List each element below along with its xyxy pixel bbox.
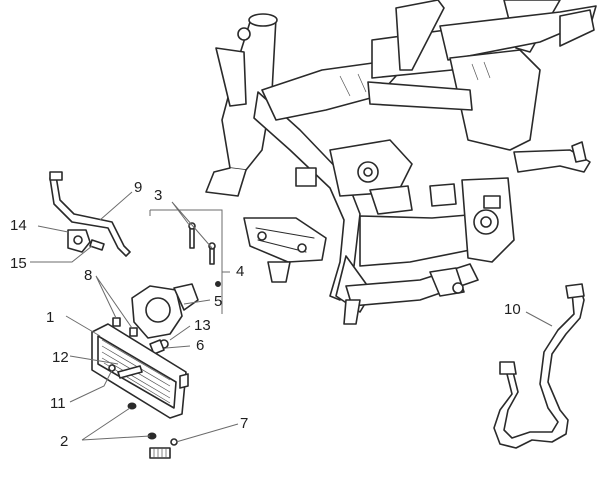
screw-15: [89, 239, 105, 251]
callout-8: 8: [84, 267, 92, 284]
callout-1: 1: [46, 309, 54, 326]
callout-numbers: 1 2 3 4 5 6 7 8 9 10 11 12 13 14 15: [10, 179, 521, 450]
main-frame: [205, 0, 597, 325]
leader-lines: [30, 191, 553, 443]
callout-15: 15: [10, 255, 27, 272]
fan-unit-5: [131, 281, 221, 339]
callout-11: 11: [50, 395, 66, 412]
hose-10: [493, 283, 585, 449]
callout-6: 6: [196, 337, 204, 354]
callout-5: 5: [214, 293, 222, 310]
callout-9: 9: [134, 179, 142, 196]
callout-3: 3: [154, 187, 162, 204]
bolts-8: [112, 317, 138, 337]
callout-12: 12: [52, 349, 69, 366]
callout-13: 13: [194, 317, 211, 334]
callout-14: 14: [10, 217, 27, 234]
coolant-hose-9: [49, 171, 131, 257]
grommets-2: [127, 402, 157, 440]
bolt-plate-7: [149, 438, 178, 459]
callout-2: 2: [60, 433, 68, 450]
callout-4: 4: [236, 263, 244, 280]
screws-3: [188, 222, 216, 265]
callout-7: 7: [240, 415, 248, 432]
clamp-14: [67, 229, 91, 253]
callout-10: 10: [504, 301, 521, 318]
screw-12: [117, 365, 143, 379]
